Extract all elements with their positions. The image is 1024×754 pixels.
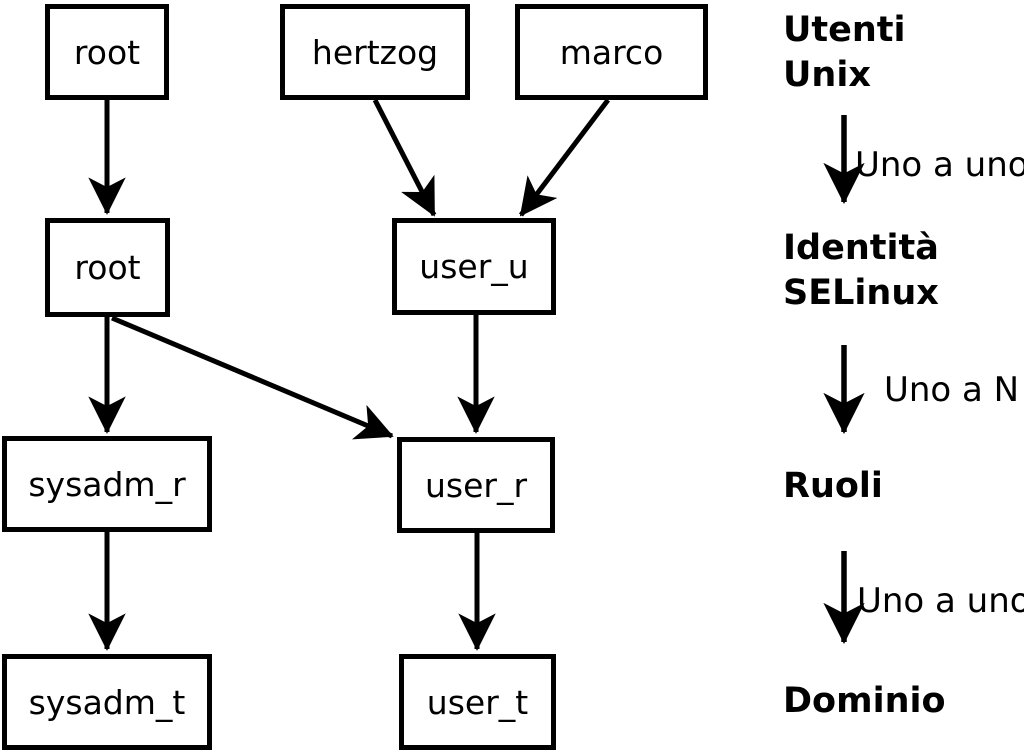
node-label: user_r (424, 465, 528, 505)
node-label: root (73, 32, 141, 72)
node-selinux-identity-user-u: user_u (392, 218, 556, 315)
node-unix-user-root: root (45, 4, 169, 100)
node-label: sysadm_t (28, 682, 186, 722)
legend-level-domain: Dominio (783, 679, 946, 724)
legend-line: Utenti (783, 10, 906, 50)
node-label: root (74, 248, 141, 287)
node-label: hertzog (311, 32, 439, 72)
node-unix-user-marco: marco (515, 4, 708, 100)
node-unix-user-hertzog: hertzog (280, 4, 470, 100)
node-label: user_u (419, 247, 529, 286)
legend-line: Ruoli (783, 466, 883, 506)
node-selinux-identity-root: root (45, 218, 170, 317)
legend-level-roles: Ruoli (783, 464, 883, 509)
node-label: sysadm_r (28, 464, 186, 504)
legend-line: Dominio (783, 681, 946, 721)
node-domain-user-t: user_t (399, 654, 556, 750)
node-domain-sysadm-t: sysadm_t (2, 654, 212, 750)
legend-level-selinux-identity: Identità SELinux (783, 226, 939, 316)
node-role-sysadm-r: sysadm_r (2, 436, 212, 532)
node-label: user_t (426, 682, 529, 722)
legend-line: Unix (783, 55, 871, 95)
legend-line: Identità (783, 228, 939, 268)
arrow-marco-to-user-u (519, 98, 610, 217)
arrow-hertzog-to-user-u (372, 98, 437, 217)
legend-level-unix-users: Utenti Unix (783, 8, 906, 98)
relation-label-one-to-one-bottom: Uno a uno (857, 581, 1024, 621)
node-role-user-r: user_r (397, 437, 555, 533)
relation-label-one-to-one-top: Uno a uno (855, 145, 1024, 185)
node-label: marco (559, 32, 664, 72)
legend-line: SELinux (783, 273, 939, 313)
relation-label-one-to-n: Uno a N (884, 370, 1020, 410)
arrow-selinux-root-to-user-r (111, 315, 394, 440)
